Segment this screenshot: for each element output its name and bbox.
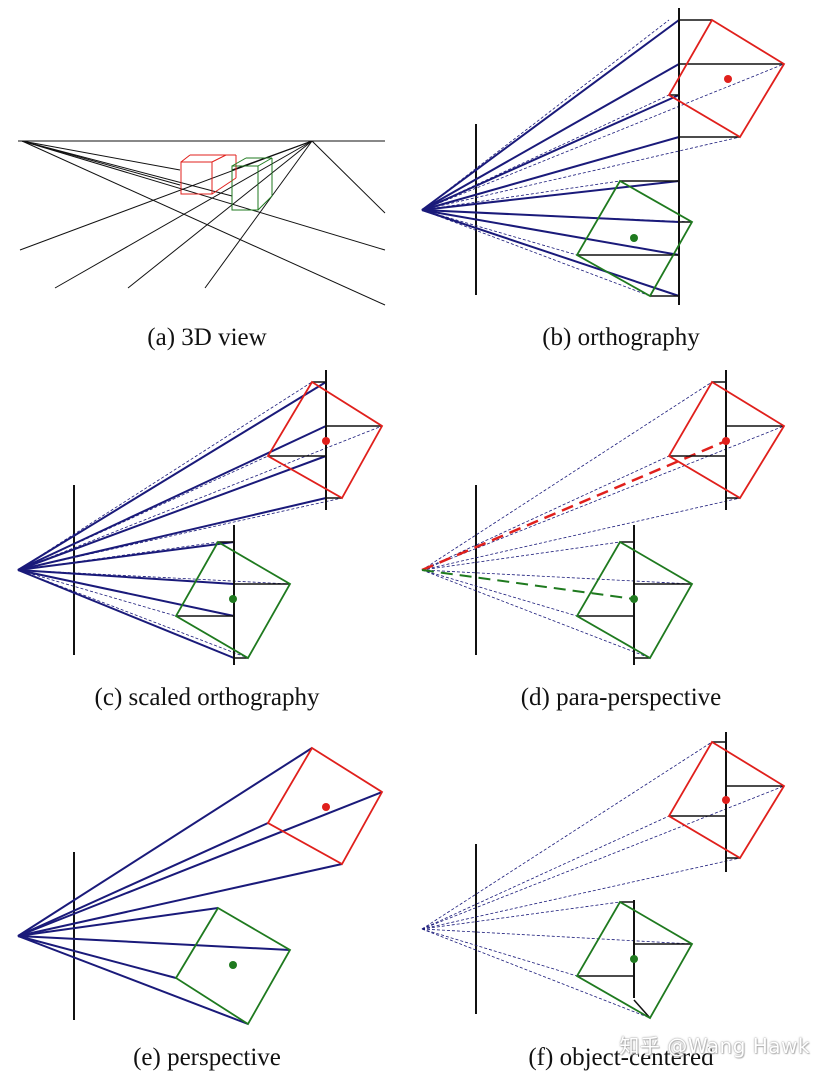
red-dot [722,796,730,804]
red-square [266,380,384,500]
caption-perspective: (e) perspective [133,1044,281,1071]
red-box [180,154,237,195]
green-dot [630,234,638,242]
panel-scaled-orthography: (c) scaled orthography [0,360,414,720]
green-square [575,900,694,1020]
red-dot [322,437,330,445]
scaled-orthography-diagram [17,370,384,665]
panel-perspective: (e) perspective [0,720,414,1080]
green-square [174,540,292,660]
perspective-diagram [17,746,384,1026]
object-centered-diagram [421,732,786,1020]
para-perspective-diagram [421,370,786,665]
3d-view-diagram [18,140,386,306]
red-square [667,740,786,860]
panel-3d-view: (a) 3D view [0,0,414,360]
red-square [667,380,786,500]
caption-para-perspective: (d) para-perspective [520,684,722,711]
panel-object-centered: (f) object-centered [414,720,828,1080]
green-square [174,906,292,1026]
caption-object-centered: (f) object-centered [528,1044,714,1071]
watermark: 知乎 @Wang Hawk [619,1034,810,1058]
green-dot [229,595,237,603]
red-dot [724,75,732,83]
caption-3d-view: (a) 3D view [147,324,267,351]
green-square [575,540,694,660]
green-dot [229,961,237,969]
red-square [266,746,384,866]
panel-orthography: (b) orthography [414,0,828,360]
green-box [231,157,273,211]
caption-orthography: (b) orthography [542,324,700,351]
red-dot [322,803,330,811]
green-dot [630,955,638,963]
red-dot [722,437,730,445]
red-square [667,18,786,139]
caption-scaled-orthography: (c) scaled orthography [94,684,320,711]
green-square [575,179,694,298]
panel-para-perspective: (d) para-perspective [414,360,828,720]
green-dot [630,595,638,603]
orthography-diagram [421,8,786,305]
